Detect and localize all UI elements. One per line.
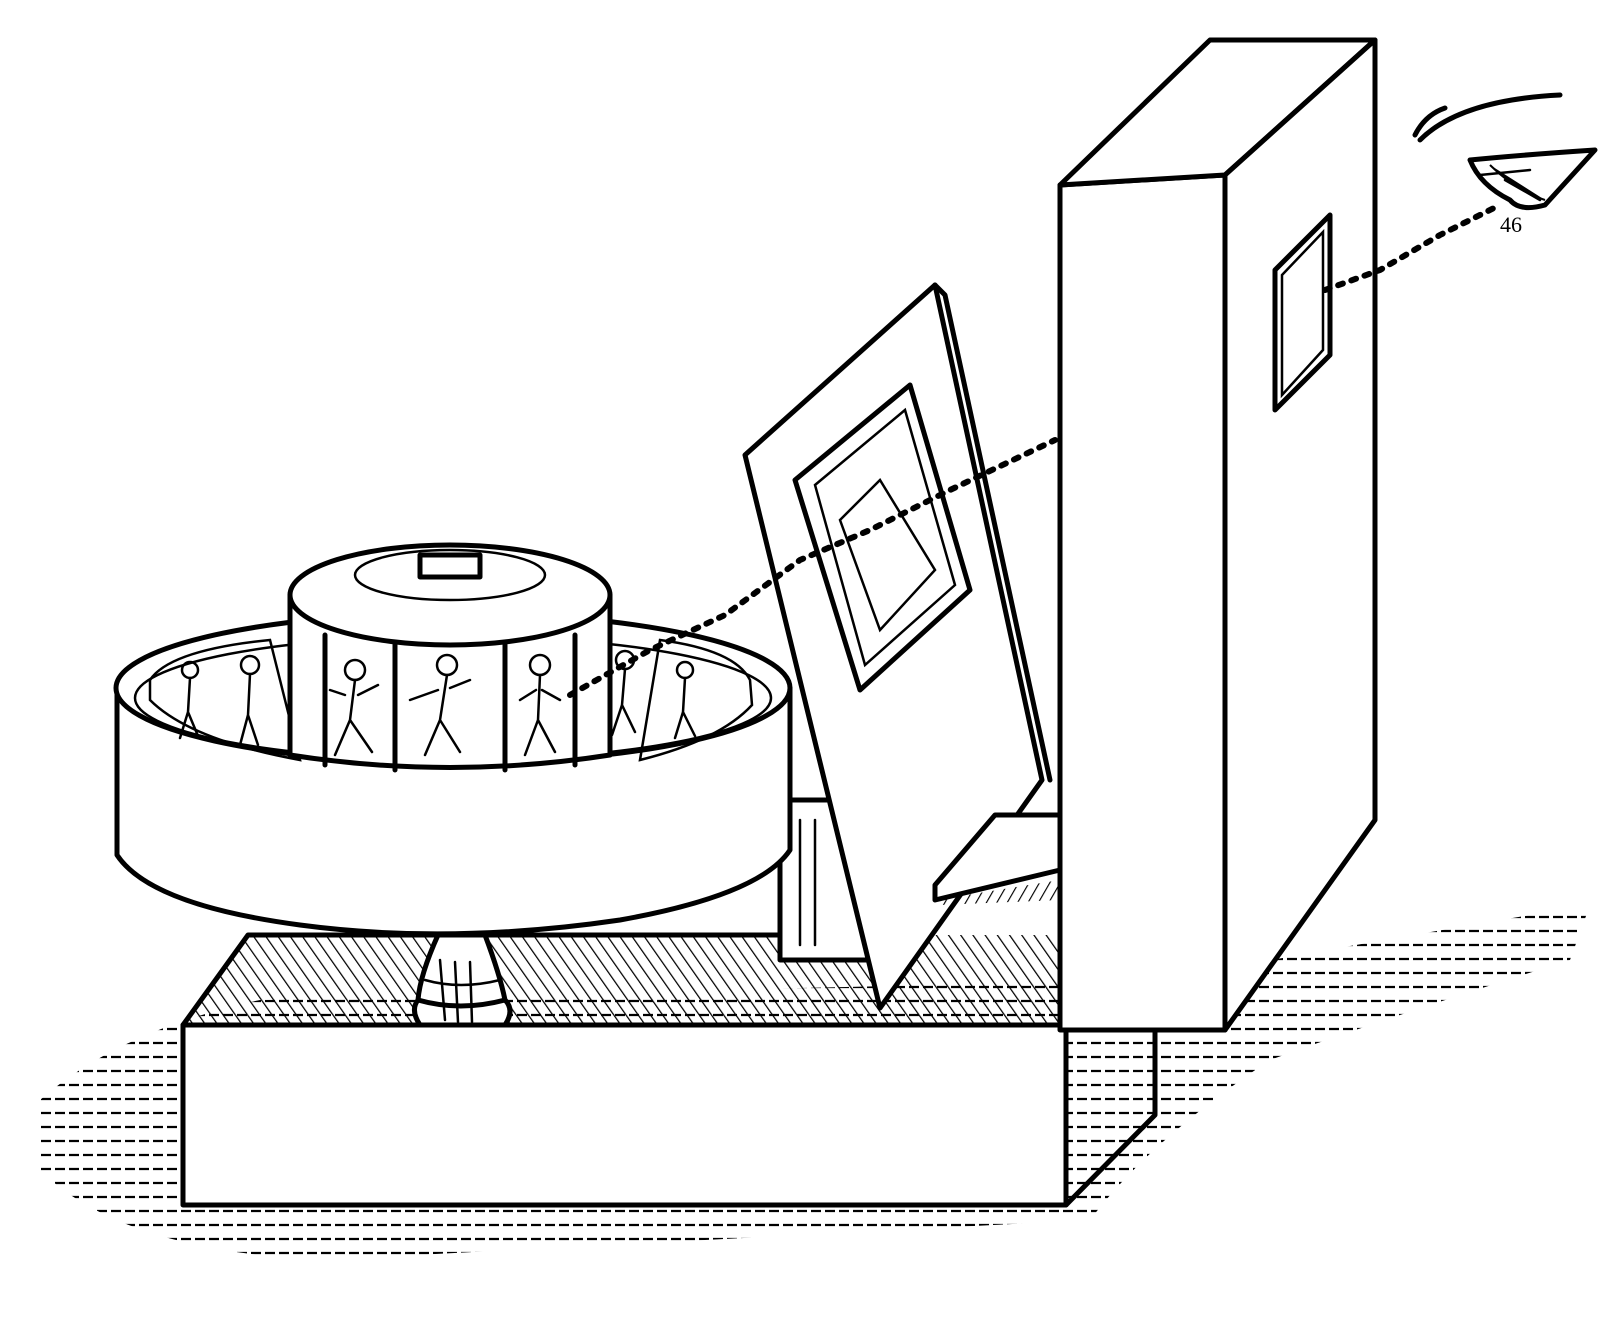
viewer-eye-icon: [1412, 92, 1598, 211]
praxinoscope-drum: [113, 542, 793, 937]
base-box: [180, 932, 1158, 1208]
inclined-picture-plate: [742, 282, 1053, 1011]
plate-mark-label: 46: [1500, 212, 1522, 237]
eyepiece-window: [1272, 212, 1333, 413]
drum-stand: [412, 932, 513, 1028]
viewing-box: [1057, 37, 1378, 1033]
line-of-sight: [567, 202, 1503, 698]
